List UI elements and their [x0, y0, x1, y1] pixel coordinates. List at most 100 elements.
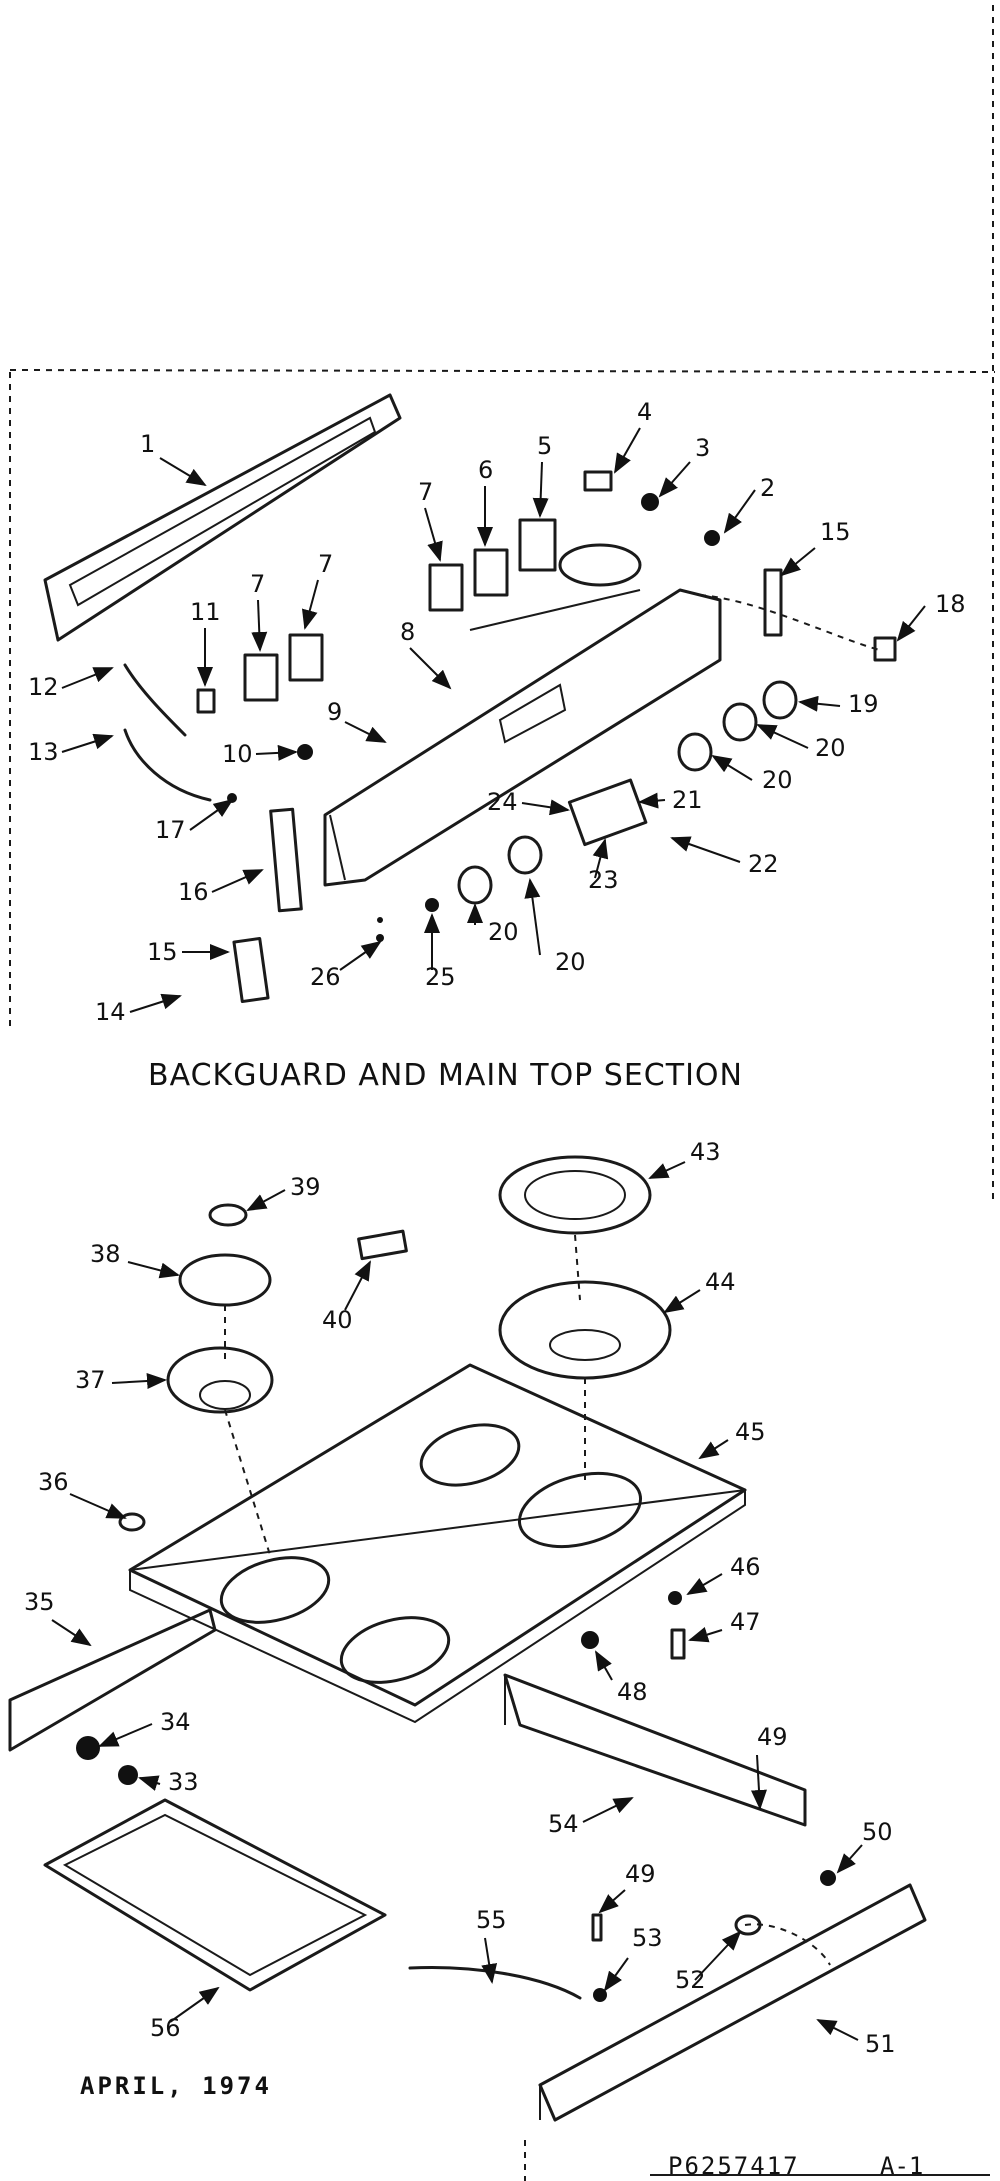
callout-label: 37 — [75, 1366, 106, 1394]
switch-shape — [428, 563, 464, 612]
callout-label: 20 — [815, 734, 846, 762]
callout-label: 52 — [675, 1966, 706, 1994]
callout-arrow — [246, 1189, 286, 1211]
callout-label: 43 — [690, 1138, 721, 1166]
callout-arrow — [686, 1573, 723, 1596]
callout-arrow — [344, 721, 387, 743]
callout-label: 48 — [617, 1678, 648, 1706]
callout-label: 39 — [290, 1173, 321, 1201]
callout-label: 46 — [730, 1553, 761, 1581]
callout-arrow — [723, 489, 756, 534]
callout-arrow — [255, 744, 298, 761]
rear-panel-shape — [43, 393, 402, 642]
callout-label: 7 — [250, 570, 265, 598]
callout-arrow — [614, 427, 641, 474]
callout-label: 4 — [637, 398, 652, 426]
callout-arrow — [592, 838, 609, 879]
callout-arrow — [598, 1889, 626, 1914]
callout-label: 14 — [95, 998, 126, 1026]
callout-label: 22 — [748, 850, 779, 878]
callout-arrow — [638, 792, 666, 809]
switch-shape — [288, 633, 324, 682]
callout-arrow — [344, 1260, 371, 1311]
front-trim-shape — [538, 1883, 927, 2122]
callout-arrow — [524, 878, 541, 956]
callout-arrow — [424, 507, 443, 562]
backguard-panel-shape — [323, 588, 722, 887]
callout-layer: 1234567778910111213141515161718192020202… — [24, 398, 966, 2058]
callout-arrow — [836, 1844, 863, 1874]
callout-label: 13 — [28, 738, 59, 766]
callout-label: 9 — [327, 698, 342, 726]
callout-label: 12 — [28, 673, 59, 701]
callout-label: 44 — [705, 1268, 736, 1296]
callout-label: 23 — [588, 866, 619, 894]
callout-arrow — [251, 599, 268, 652]
callout-arrow — [339, 940, 382, 971]
callout-arrow — [663, 1289, 701, 1314]
drip-tray-shape — [43, 1798, 387, 1992]
callout-label: 51 — [865, 2030, 896, 2058]
callout-arrow — [711, 754, 753, 781]
callout-label: 16 — [178, 878, 209, 906]
callout-arrow — [61, 733, 114, 753]
callout-label: 38 — [90, 1240, 121, 1268]
callout-label: 33 — [168, 1768, 199, 1796]
callout-arrow — [603, 1957, 629, 1992]
callout-label: 21 — [672, 786, 703, 814]
switch-shape — [243, 653, 279, 702]
frame-lines — [9, 5, 996, 2181]
main-top-shape — [128, 1363, 747, 1707]
callout-label: 2 — [760, 474, 775, 502]
callout-arrow — [61, 667, 114, 689]
callout-arrow — [481, 1937, 498, 1984]
main-top-section-drawing — [8, 1155, 927, 2122]
callout-arrow — [301, 579, 319, 630]
callout-label: 7 — [318, 550, 333, 578]
callout-arrow — [169, 1986, 220, 2023]
section-title: BACKGUARD AND MAIN TOP SECTION — [148, 1058, 743, 1093]
page-code: A-1 — [880, 2152, 924, 2180]
callout-label: 7 — [418, 478, 433, 506]
capillary-coil — [558, 543, 642, 587]
callout-arrow — [582, 1797, 634, 1823]
callout-arrow — [698, 1439, 729, 1460]
callout-arrow — [780, 547, 816, 577]
callout-arrow — [756, 724, 809, 749]
callout-label: 15 — [147, 938, 178, 966]
callout-label: 49 — [757, 1723, 788, 1751]
callout-label: 15 — [820, 518, 851, 546]
callout-label: 45 — [735, 1418, 766, 1446]
callout-label: 20 — [488, 918, 519, 946]
rear-panel-inner — [68, 416, 377, 607]
callout-arrow — [532, 461, 549, 518]
callout-label: 54 — [548, 1810, 579, 1838]
callout-label: 5 — [537, 432, 552, 460]
callout-arrow — [409, 647, 452, 690]
callout-label: 24 — [487, 788, 518, 816]
callout-arrow — [111, 1373, 167, 1390]
callout-label: 40 — [322, 1306, 353, 1334]
thermostat-shape — [518, 518, 557, 572]
callout-arrow — [129, 993, 182, 1013]
callout-arrow — [688, 1626, 723, 1643]
callout-arrow — [798, 695, 841, 712]
diagram-part-number: P6257417 — [668, 2152, 800, 2180]
callout-label: 53 — [632, 1924, 663, 1952]
callout-label: 20 — [762, 766, 793, 794]
callout-label: 6 — [478, 456, 493, 484]
callout-arrow — [138, 1775, 161, 1791]
callout-label: 25 — [425, 963, 456, 991]
callout-label: 8 — [400, 618, 415, 646]
callout-label: 35 — [24, 1588, 55, 1616]
callout-arrow — [658, 461, 691, 498]
callout-arrow — [189, 798, 234, 831]
callout-arrow — [694, 1930, 742, 1981]
front-rail-shape — [8, 1608, 217, 1752]
callout-arrow — [670, 836, 741, 863]
callout-arrow — [750, 1754, 767, 1810]
callout-label: 3 — [695, 434, 710, 462]
callout-arrow — [159, 457, 207, 487]
